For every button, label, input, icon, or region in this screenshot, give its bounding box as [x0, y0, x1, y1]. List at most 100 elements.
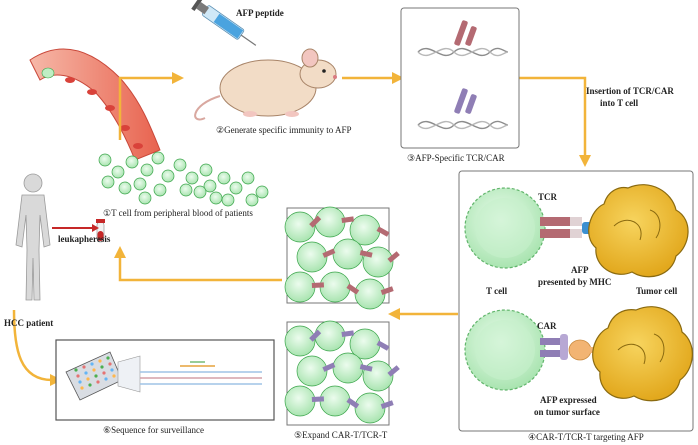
tumor-cell-bottom: [592, 306, 693, 402]
t-cell-icon: [138, 191, 152, 205]
expanded-car-t-cells: [284, 320, 400, 424]
expanded-tcr-t-cells: [284, 206, 400, 310]
receptor-mark: [359, 250, 373, 258]
receptor-mark: [341, 330, 355, 337]
expanded-t-cell: [332, 238, 364, 270]
insertion-label-line1: Insertion of TCR/CAR: [586, 86, 674, 96]
tcell-tcr: [464, 187, 546, 269]
step3-label: ③AFP-Specific TCR/CAR: [407, 153, 505, 163]
t-cell-icon: [98, 153, 112, 167]
expanded-t-cell: [314, 320, 346, 352]
t-cell-icon: [185, 171, 199, 185]
expanded-t-cell: [332, 352, 364, 384]
chip-spot: [78, 380, 82, 384]
chip-spot: [108, 362, 112, 366]
expanded-t-cell: [284, 271, 316, 303]
receptor-mark: [346, 283, 360, 295]
receptor-mark: [341, 216, 355, 223]
t-cell-icon: [199, 163, 213, 177]
step5-label: ⑤Expand CAR-T/TCR-T: [294, 430, 388, 440]
chip-spot: [96, 380, 100, 384]
receptor-mark: [376, 226, 390, 237]
tcr-receptor-icon: [454, 20, 477, 46]
expanded-t-cell: [354, 278, 386, 310]
receptor-mark: [359, 364, 373, 372]
t-cell-icon: [153, 183, 167, 197]
insertion-label-line2: into T cell: [600, 98, 639, 108]
t-cell-label: T cell: [486, 286, 508, 296]
t-cell-icon: [241, 171, 255, 185]
t-cell-icon: [173, 158, 187, 172]
t-cell-icon: [133, 177, 147, 191]
receptor-mark: [311, 282, 325, 288]
tumor-cell-label: Tumor cell: [636, 286, 678, 296]
expanded-t-cell: [319, 271, 351, 303]
peripheral-t-cells: [98, 151, 269, 207]
afp-peptide-label: AFP peptide: [236, 8, 284, 18]
leukapheresis-label: leukapheresis: [58, 234, 111, 244]
dna-icon: [417, 47, 509, 130]
chip-spot: [100, 365, 104, 369]
chip-spot: [92, 368, 96, 372]
receptor-mark: [311, 396, 325, 402]
hcc-patient-label: HCC patient: [4, 318, 54, 328]
receptor-mark: [322, 248, 336, 258]
receptor-mark: [380, 286, 394, 295]
chip-spot: [98, 359, 102, 363]
expanded-t-cell: [319, 385, 351, 417]
t-cell-icon: [118, 181, 132, 195]
afp-surface-label-line1: AFP expressed: [540, 395, 597, 405]
receptor-mark: [346, 397, 360, 409]
blood-tube-icon: [96, 219, 105, 243]
step6-label: ⑥Sequence for surveillance: [103, 425, 205, 435]
syringe-icon: [191, 0, 257, 46]
expanded-t-cell: [284, 385, 316, 417]
expanded-t-cell: [284, 325, 316, 357]
expanded-t-cell: [296, 355, 328, 387]
chip-spot: [112, 374, 116, 378]
t-cell-icon: [255, 185, 269, 199]
chip-spot: [84, 371, 88, 375]
expanded-t-cell: [354, 392, 386, 424]
tumor-cell-top: [588, 184, 689, 278]
t-cell-icon: [203, 179, 217, 193]
sequence-reads: [140, 361, 262, 385]
chip-spot: [74, 368, 78, 372]
t-cell-icon: [245, 193, 259, 207]
expanded-t-cell: [284, 211, 316, 243]
step4-label: ④CAR-T/TCR-T targeting AFP: [528, 432, 644, 442]
mouse-icon: [194, 48, 337, 121]
receptor-mark: [380, 400, 394, 409]
chip-spot: [88, 383, 92, 387]
chip-spot: [102, 371, 106, 375]
chip-spot: [106, 356, 110, 360]
afp-mhc-label-line1: AFP: [571, 265, 589, 275]
receptor-mark: [322, 362, 336, 372]
chip-spot: [82, 365, 86, 369]
t-cell-icon: [161, 169, 175, 183]
chip-spot: [104, 377, 108, 381]
car-label: CAR: [537, 321, 557, 331]
receptor-mark: [387, 251, 400, 263]
step2-label: ②Generate specific immunity to AFP: [216, 125, 352, 135]
t-cell-icon: [217, 171, 231, 185]
expanded-t-cell: [362, 360, 394, 392]
chip-spot: [90, 362, 94, 366]
chip-spot: [76, 374, 80, 378]
chip-spot: [86, 377, 90, 381]
chip-spot: [80, 386, 84, 390]
expanded-t-cell: [296, 241, 328, 273]
receptor-mark: [309, 329, 322, 342]
t-cell-icon: [221, 193, 235, 207]
human-body-icon: [15, 173, 51, 301]
afp-mhc-label-line2: presented by MHC: [538, 277, 612, 287]
car-complex: [540, 334, 604, 361]
t-cell-icon: [193, 185, 207, 199]
afp-surface-label-line2: on tumor surface: [534, 407, 600, 417]
t-cell-icon: [111, 165, 125, 179]
receptor-mark: [387, 365, 400, 377]
expanded-t-cell: [362, 246, 394, 278]
blood-vessel: [29, 48, 161, 161]
